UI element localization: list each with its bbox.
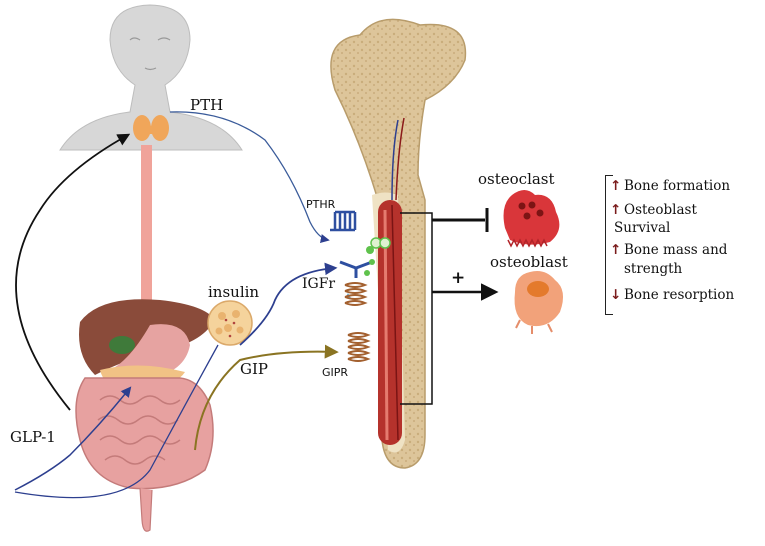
bone-marrow — [378, 200, 402, 445]
insulin-label: insulin — [208, 283, 260, 301]
glp1-long-curve — [14, 344, 219, 499]
pancreatic-islet — [207, 300, 253, 346]
plus-sign: + — [451, 268, 466, 288]
bone-effect-bracket — [400, 212, 433, 405]
pthr-receptor — [330, 210, 357, 232]
down-arrow-icon: ↓ — [610, 287, 622, 303]
intestines — [75, 377, 214, 532]
effect-item: ↓Bone resorption — [610, 287, 735, 303]
up-arrow-icon: ↑ — [610, 202, 622, 218]
osteoclast-cell — [503, 190, 560, 248]
up-arrow-icon: ↑ — [610, 178, 622, 194]
human-figure — [59, 4, 243, 151]
igfr-label: IGFr — [302, 276, 336, 292]
osteoblast-label: osteoblast — [490, 253, 568, 271]
up-arrow-icon: ↑ — [610, 242, 622, 258]
osteoclast-label: osteoclast — [478, 170, 555, 188]
glp1-to-thyroid-arrow — [15, 133, 131, 411]
esophagus — [141, 145, 152, 315]
gipr-label: GIPR — [322, 366, 349, 379]
effect-item-continued: strength — [624, 261, 683, 277]
bone-effects-list: ↑Bone formation ↑Osteoblast Survival ↑Bo… — [605, 175, 764, 315]
stomach — [110, 324, 190, 379]
glp1-to-pancreas-arrow — [14, 386, 132, 491]
thyroid-gland — [133, 115, 169, 141]
effect-item-continued: Survival — [614, 220, 671, 236]
pthr-label: PTHR — [306, 198, 336, 211]
glp1-label: GLP-1 — [10, 428, 56, 446]
effect-item: ↑Bone formation — [610, 178, 731, 194]
coiled-receptor-middle — [344, 282, 368, 306]
insulin-to-igfr-arrow — [239, 262, 338, 346]
pth-to-pthr-arrow — [169, 111, 330, 244]
gip-to-gipr-arrow — [194, 344, 339, 451]
femur-bone — [330, 18, 467, 469]
effect-item: ↑Bone mass and — [610, 242, 728, 258]
gip-label: GIP — [240, 360, 269, 378]
igfr-receptor — [339, 237, 391, 298]
gallbladder — [109, 336, 135, 354]
osteoblast-cell — [514, 271, 564, 334]
gipr-receptor — [347, 332, 371, 362]
pth-label: PTH — [190, 96, 224, 114]
effect-item: ↑Osteoblast — [610, 202, 697, 218]
